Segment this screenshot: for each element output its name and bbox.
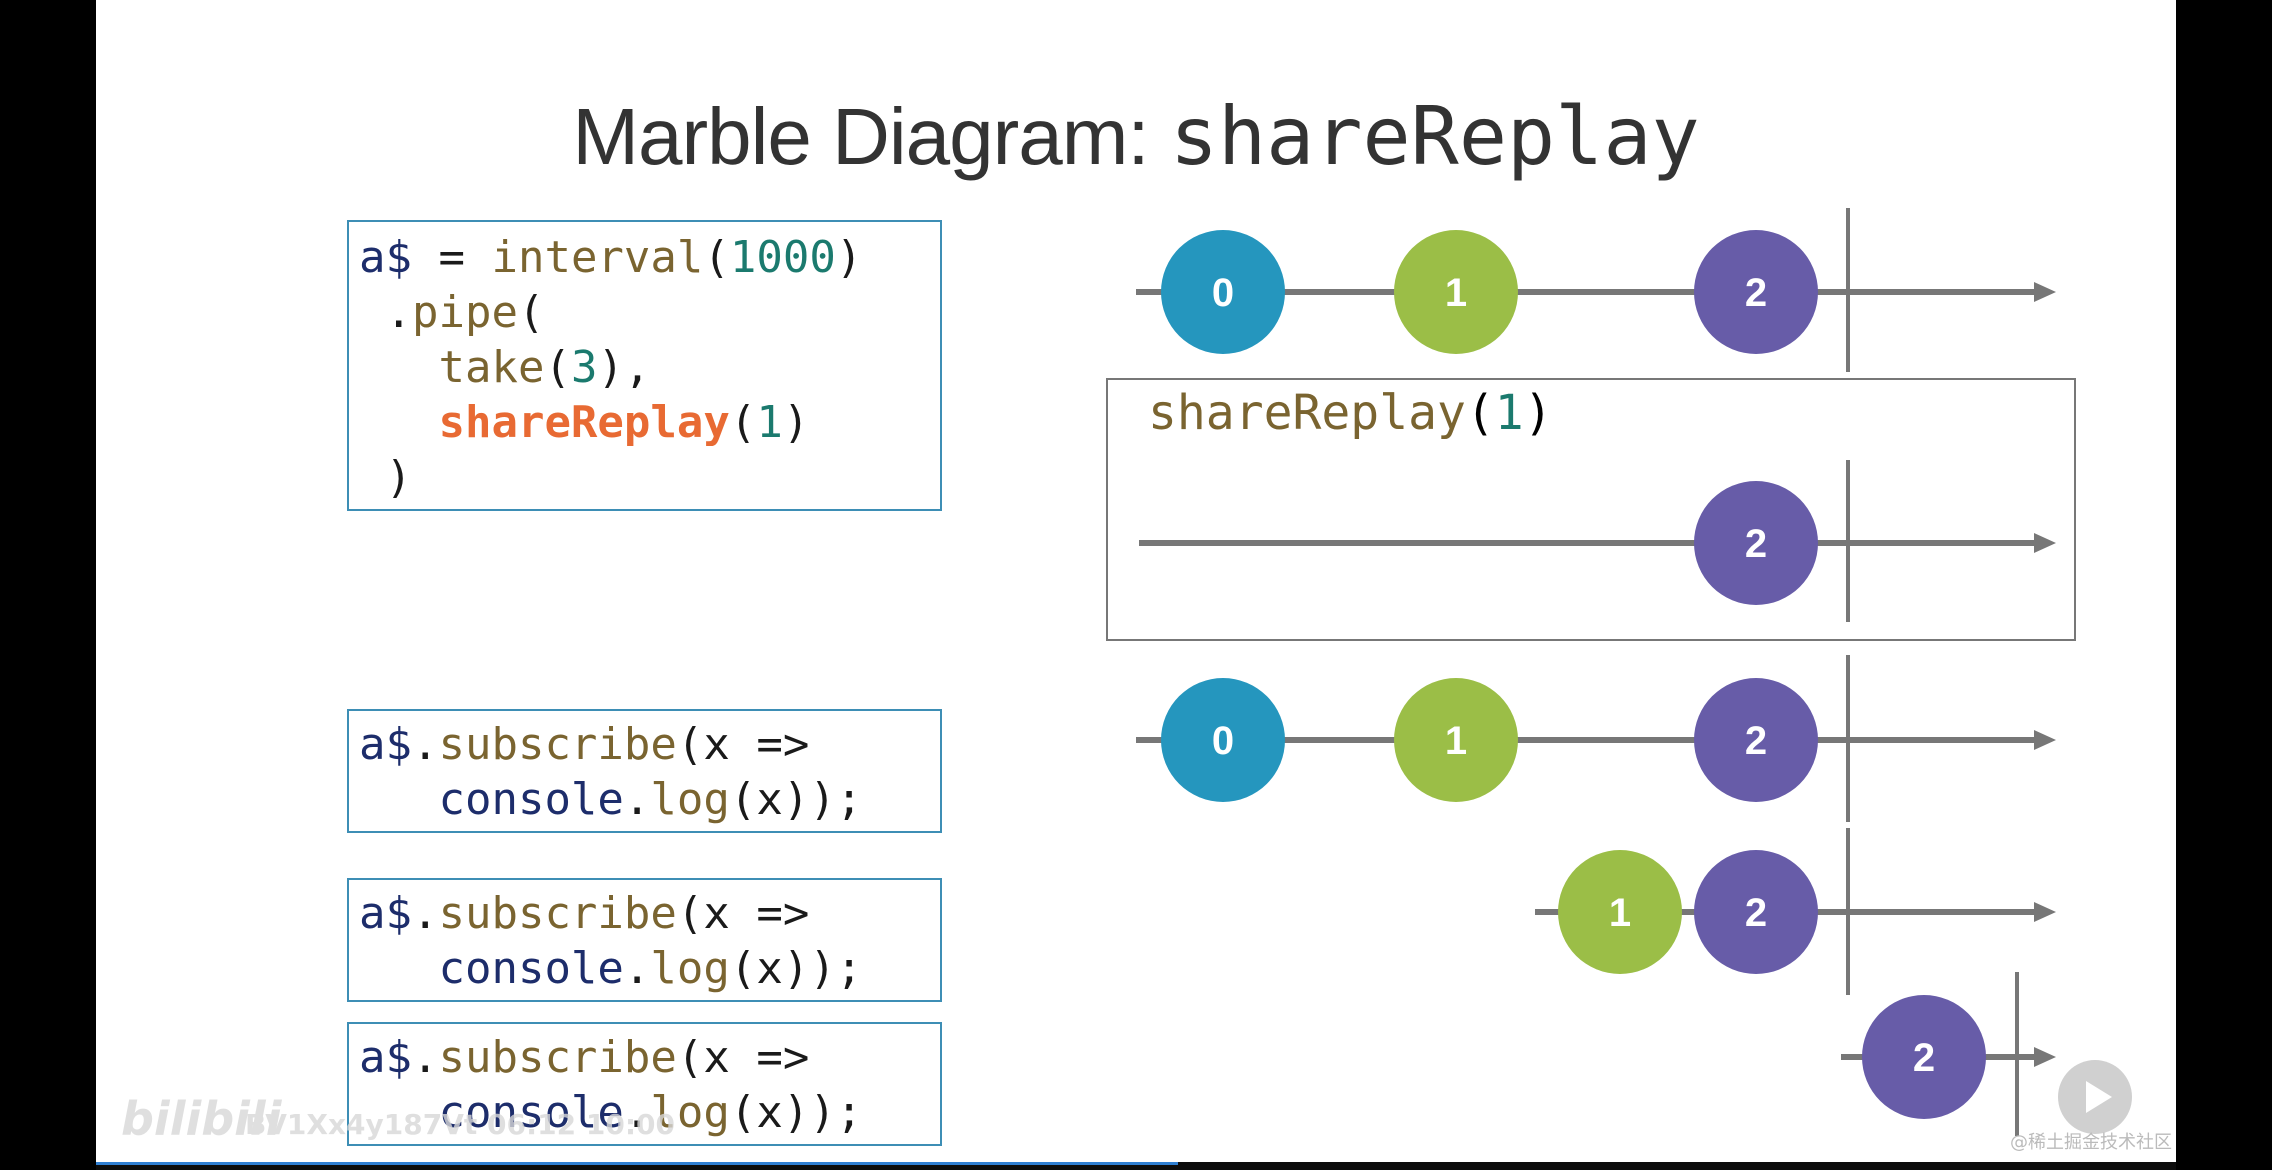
subscriber-1-marble-label-1: 1 [1445,719,1467,763]
marble-diagram: 0 1 2 2 0 1 2 1 2 2 [1136,208,2056,1136]
subscriber-1-marble-1 [1394,678,1518,802]
subscriber-2-marble-label-2: 2 [1745,891,1767,935]
source-marble-2 [1694,230,1818,354]
subscribe-code-1: a$.subscribe(x => console.log(x)); [359,719,863,825]
operator-box [1106,378,2076,641]
subscribe-box-2: a$.subscribe(x => console.log(x)); [347,878,942,1002]
title-text: Marble Diagram: [572,92,1170,181]
subscriber-2-arrowhead [2034,902,2056,922]
source-arrowhead [2034,282,2056,302]
source-marble-label-2: 2 [1745,271,1767,315]
subscriber-1-marble-label-0: 0 [1212,719,1234,763]
subscriber-2-marble-label-1: 1 [1609,891,1631,935]
code-box-main: a$ = interval(1000) .pipe( take(3), shar… [347,220,942,511]
subscriber-1-arrowhead [2034,730,2056,750]
bilibili-watermark: bilibili BV1Xx4y187Vt 06:12 10:00 [121,1092,675,1146]
video-progress-fill [96,1162,1178,1165]
subscribe-box-3: a$.subscribe(x => console.log(x)); [347,1022,942,1146]
source-marble-label-1: 1 [1445,271,1467,315]
shared-arrowhead [2034,533,2056,553]
operator-label: shareReplay(1) [1148,385,1553,441]
slide: Marble Diagram: shareReplay a$ = interva… [96,0,2176,1162]
video-progress-bar[interactable] [96,1162,2176,1170]
source-marble-label-0: 0 [1212,271,1234,315]
source-marble-0 [1161,230,1285,354]
corner-credit: @稀土掘金技术社区 [2010,1132,2172,1153]
subscriber-1-marble-label-2: 2 [1745,719,1767,763]
video-id-timestamp: BV1Xx4y187Vt 06:12 10:00 [245,1108,675,1141]
subscriber-3-marble-label-2: 2 [1913,1036,1935,1080]
title-operator: shareReplay [1169,90,1700,183]
subscribe-box-1: a$.subscribe(x => console.log(x)); [347,709,942,833]
subscriber-2-marble-2 [1694,850,1818,974]
subscriber-3-arrowhead [2034,1047,2056,1067]
subscriber-3-marble-2 [1862,995,1986,1119]
bilibili-logo: bilibili [121,1092,282,1146]
shared-marble-2 [1694,481,1818,605]
play-icon[interactable] [2058,1060,2132,1134]
subscriber-1-marble-0 [1161,678,1285,802]
subscriber-2-marble-1 [1558,850,1682,974]
code-main: a$ = interval(1000) .pipe( take(3), shar… [359,232,863,503]
subscribe-code-2: a$.subscribe(x => console.log(x)); [359,888,863,994]
slide-title: Marble Diagram: shareReplay [96,90,2176,183]
source-marble-1 [1394,230,1518,354]
shared-marble-label-2: 2 [1745,522,1767,566]
subscriber-1-marble-2 [1694,678,1818,802]
subscribe-code-3: a$.subscribe(x => console.log(x)); [359,1032,863,1138]
